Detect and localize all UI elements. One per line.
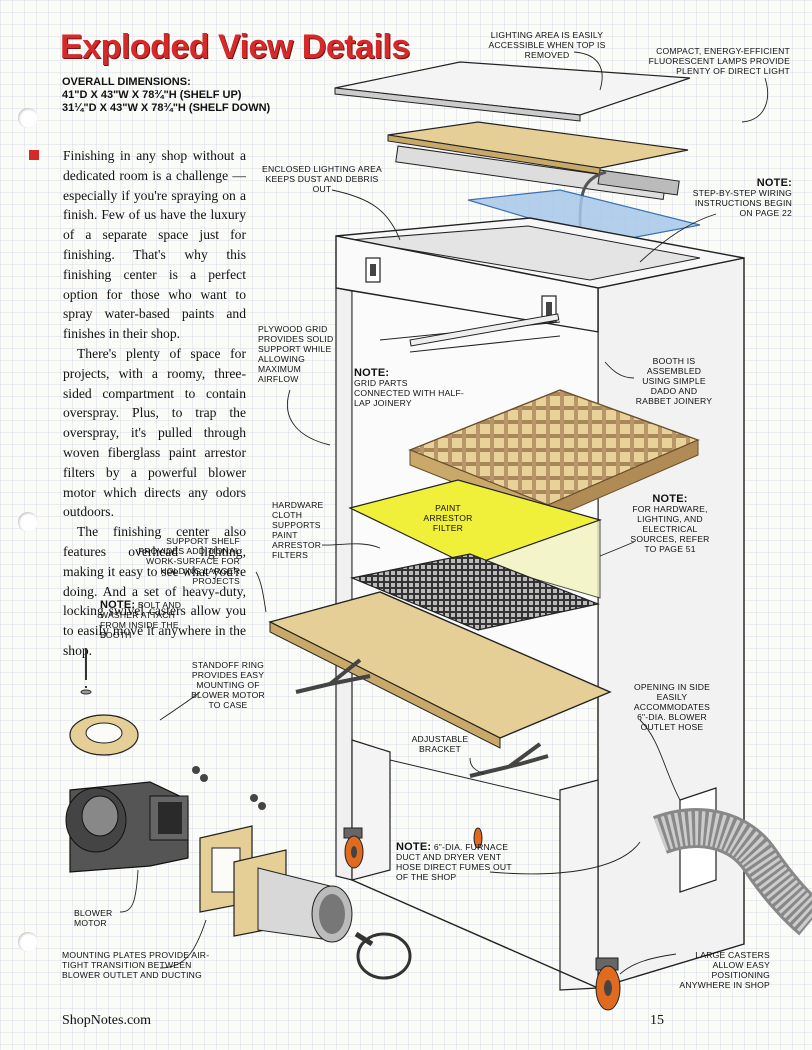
callout-adjustable-bracket: Adjustable bracket [411,734,469,754]
callout-mounting-plates: Mounting plates provide air-tight transi… [62,950,210,980]
body-paragraph: Finishing in any shop without a dedicate… [63,148,246,342]
caster [595,957,621,1011]
blower-motor [65,781,189,873]
overall-dimensions: Overall Dimensions: 41"D x 43"W x 78¾"H … [62,76,270,115]
dimensions-shelf-up: 41"D x 43"W x 78¾"H (Shelf Up) [62,89,242,101]
callout-wiring-note: Note: Step-by-step wiring instructions b… [680,177,792,219]
section-bullet [29,150,39,160]
hose-clamp [356,932,412,980]
caster [343,827,364,869]
page-title: Exploded View Details [60,28,410,66]
callout-lighting-access: Lighting area is easily accessible when … [488,30,606,60]
callout-opening-side: Opening in side easily accommodates 6"-d… [633,682,711,732]
hardware-cloth [349,553,601,631]
note-label: Note: [756,177,792,189]
adjustable-bracket [469,754,549,778]
caster [473,827,483,849]
callout-blower-motor: Blower motor [74,908,113,928]
note-text: Bolt and washer attach from inside the b… [100,600,182,640]
callout-hardware-cloth: Hardware cloth supports paint arrestor f… [272,500,324,560]
note-label: Note: [354,367,390,379]
page-number: 15 [650,1013,664,1028]
callout-duct-note: Note: 6"-dia. furnace duct and dryer ven… [396,841,518,883]
callout-grid-note: Note: Grid parts connected with half-lap… [354,367,464,409]
article-body: Finishing in any shop without a dedicate… [63,146,246,661]
outlet-hose [652,808,812,936]
callout-support-shelf: Support shelf provides additional work-s… [138,536,240,586]
callout-large-casters: Large casters allow easy positioning any… [679,950,770,990]
body-paragraph: There's plenty of space for projects, wi… [63,345,246,520]
note-text: Grid parts connected with half-lap joine… [354,378,464,408]
binder-hole [18,512,38,532]
note-label: Note: [100,599,136,611]
dimensions-shelf-down: 31¼"D x 43"W x 78¾"H (Shelf Down) [62,102,271,114]
note-text: 6"-dia. furnace duct and dryer vent hose… [396,842,512,882]
body-paragraph: The finishing center also features overh… [63,524,246,658]
note-text: For hardware, lighting, and electrical s… [630,504,710,554]
footer-site: ShopNotes.com [62,1013,152,1028]
binder-hole [18,108,38,128]
callout-standoff-ring: Standoff ring provides easy mounting of … [191,660,265,710]
callout-lamps: Compact, energy-efficient fluorescent la… [648,46,790,76]
top-panel [334,61,691,116]
note-text: Step-by-step wiring instructions begin o… [692,188,792,218]
callout-paint-filter: Paint arrestor filter [423,503,473,533]
note-label: Note: [396,841,432,853]
callout-enclosed-lighting: Enclosed lighting area keeps dust and de… [262,164,382,194]
callout-hardware-note: Note: For hardware, lighting, and electr… [630,493,710,555]
dimensions-heading: Overall Dimensions: [62,76,191,88]
callout-plywood-grid: Plywood grid provides solid support whil… [258,324,334,384]
callout-bolt-note: Note: Bolt and washer attach from inside… [100,599,190,641]
note-label: Note: [652,493,688,505]
binder-hole [18,932,38,952]
callout-booth-assembled: Booth is assembled using simple dado and… [635,356,713,406]
